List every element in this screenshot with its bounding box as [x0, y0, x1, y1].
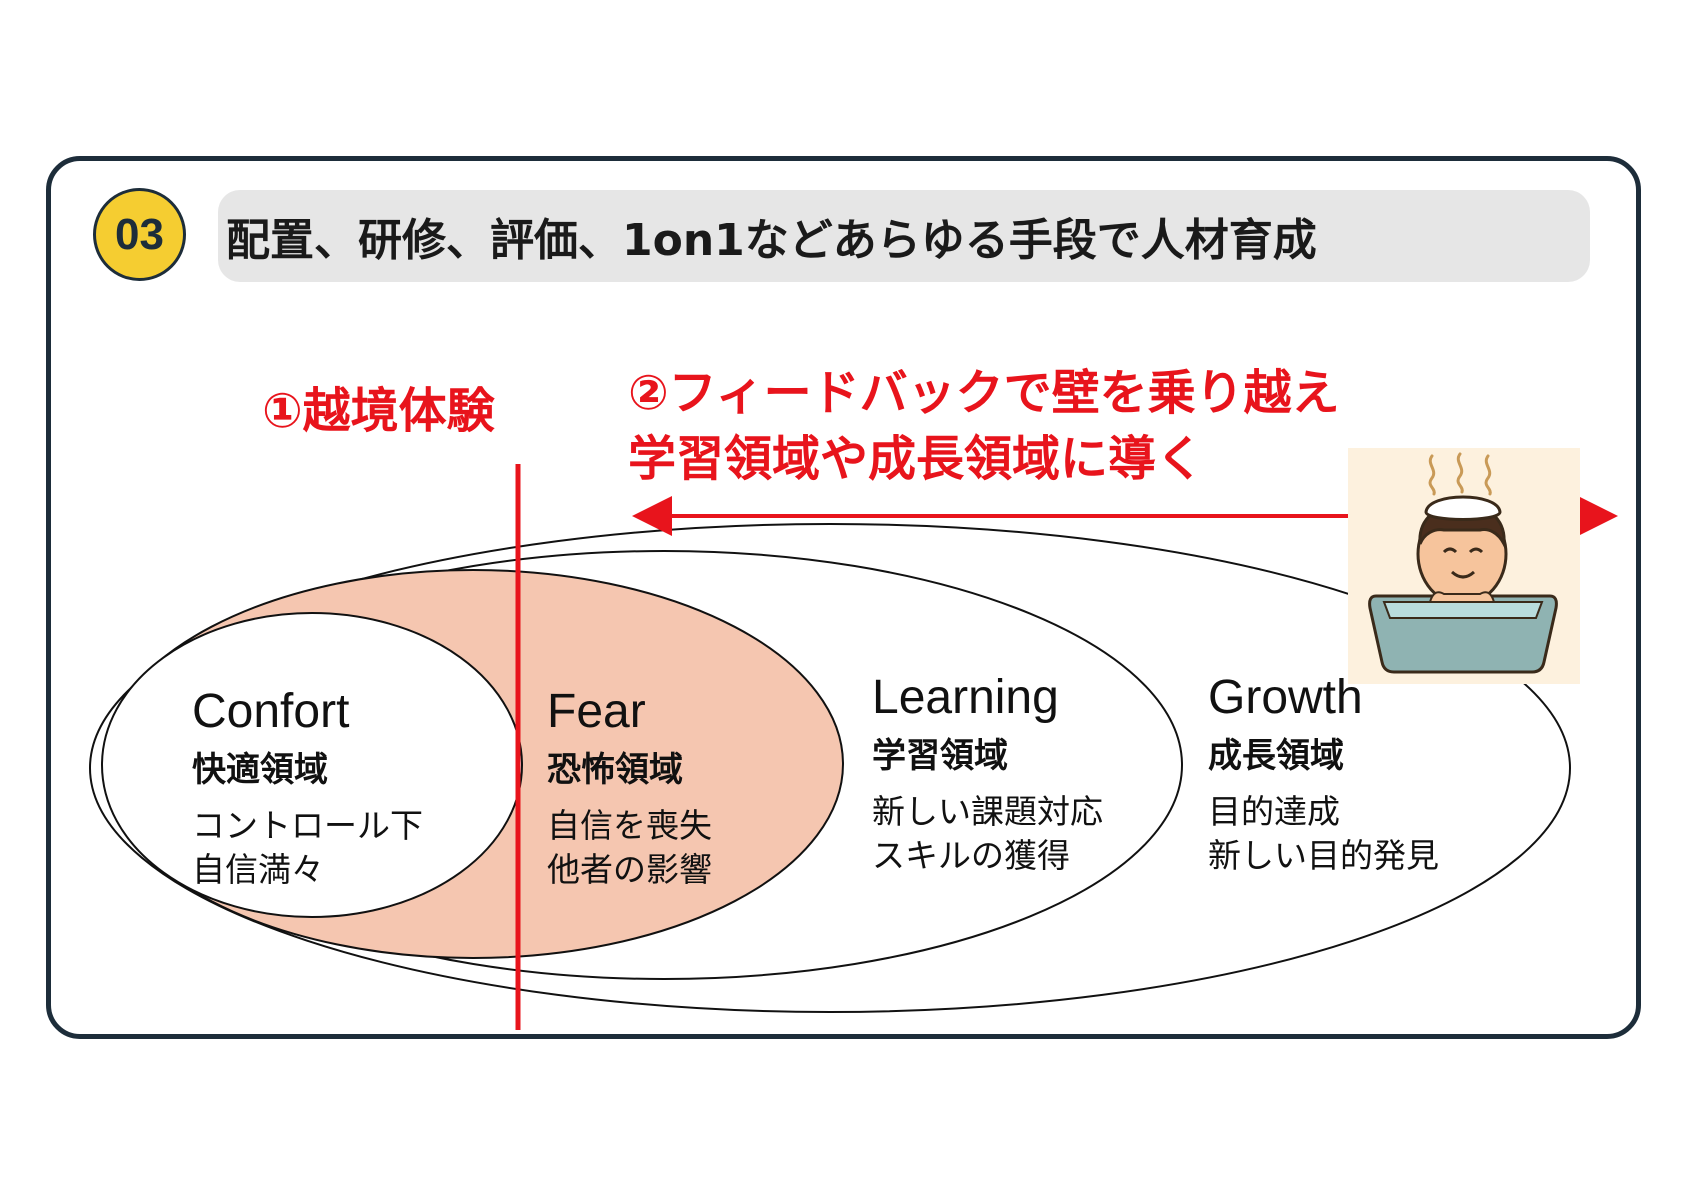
fear-zone-title: Fear	[547, 685, 646, 738]
comfort-zone-desc-2: 自信満々	[192, 850, 324, 889]
fear-zone-subtitle: 恐怖領域	[547, 750, 683, 790]
fear-zone-desc-1: 自信を喪失	[547, 806, 712, 845]
growth-zone-desc-2: 新しい目的発見	[1208, 836, 1439, 875]
comfort-zone-desc-1: コントロール下	[192, 806, 423, 845]
section-title: 配置、研修、評価、1on1などあらゆる手段で人材育成	[226, 215, 1317, 266]
comfort-zone-ellipse	[101, 612, 523, 918]
comfort-zone-subtitle: 快適領域	[192, 750, 328, 790]
step2-label-line2: 学習領域や成長領域に導く	[628, 431, 1205, 487]
person-in-bathtub-icon	[1348, 448, 1580, 684]
learning-zone-desc-1: 新しい課題対応	[872, 792, 1103, 831]
learning-zone-desc-2: スキルの獲得	[872, 836, 1070, 875]
comfort-zone-title: Confort	[192, 685, 350, 738]
growth-zone-title: Growth	[1208, 671, 1363, 724]
step1-label: ①越境体験	[262, 383, 495, 439]
fear-zone-desc-2: 他者の影響	[547, 850, 712, 889]
step2-label-line1: ②フィードバックで壁を乗り越え	[628, 365, 1340, 421]
growth-zone-subtitle: 成長領域	[1208, 736, 1344, 776]
growth-zone-desc-1: 目的達成	[1208, 792, 1340, 831]
step-number-badge: 03	[93, 188, 186, 281]
learning-zone-subtitle: 学習領域	[872, 736, 1008, 776]
section-title-bar: 配置、研修、評価、1on1などあらゆる手段で人材育成	[218, 190, 1590, 282]
learning-zone-title: Learning	[872, 671, 1059, 724]
